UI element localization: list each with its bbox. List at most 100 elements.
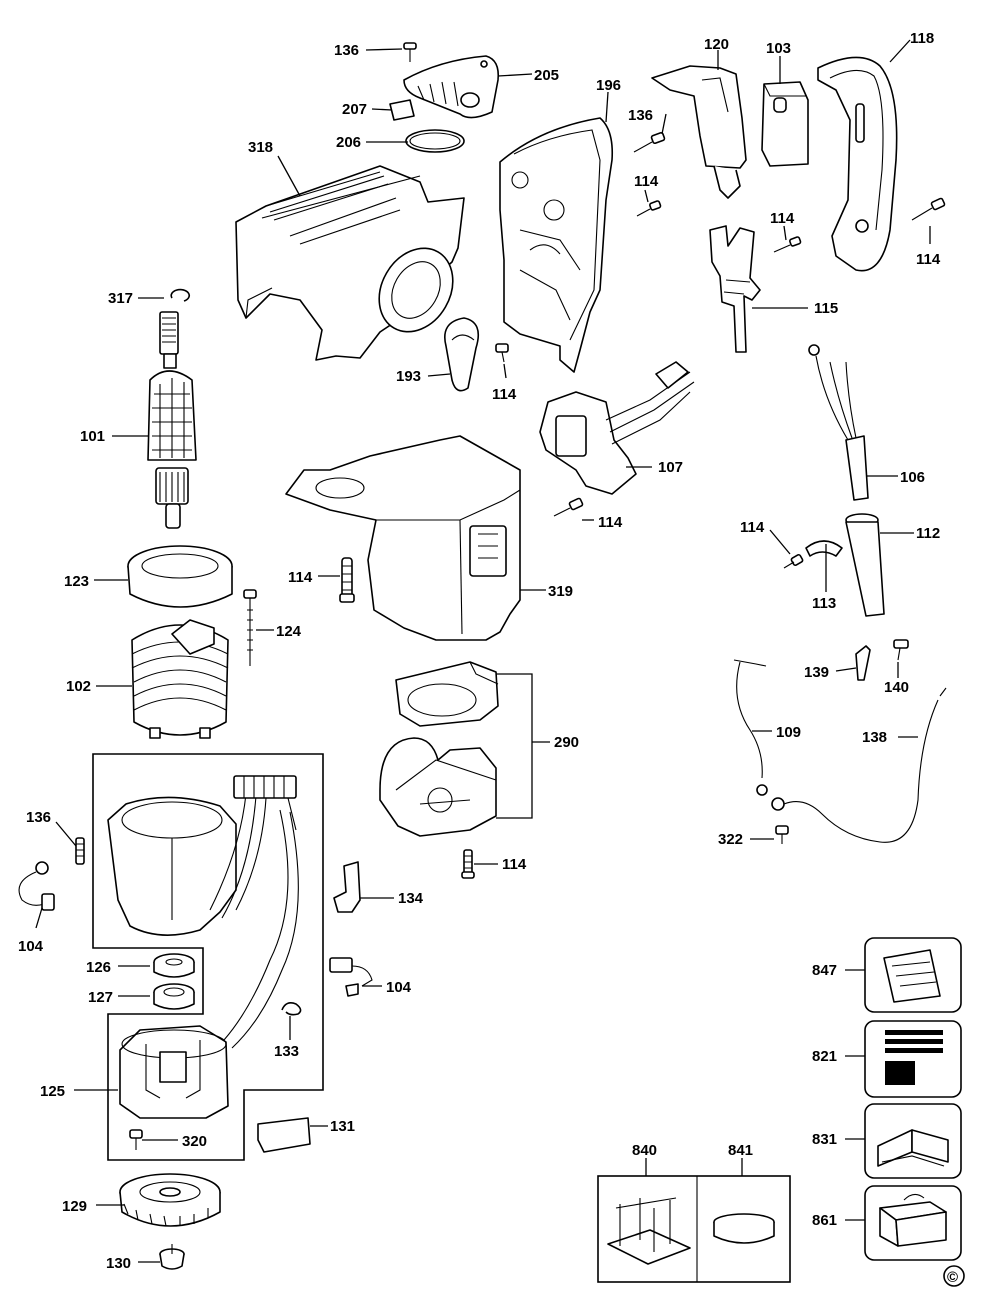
part-129-fan bbox=[119, 1173, 221, 1227]
label-131: 131 bbox=[330, 1118, 355, 1135]
label-136: 136 bbox=[26, 809, 51, 826]
part-136-screw bbox=[75, 837, 85, 865]
label-140: 140 bbox=[884, 679, 909, 696]
label-130: 130 bbox=[106, 1255, 131, 1272]
label-193: 193 bbox=[396, 368, 421, 385]
label-318: 318 bbox=[248, 139, 273, 156]
label-861: 861 bbox=[812, 1212, 837, 1229]
part-115-bracket bbox=[709, 225, 761, 353]
part-field-housing bbox=[107, 775, 297, 936]
label-114: 114 bbox=[288, 569, 313, 586]
label-317: 317 bbox=[108, 290, 133, 307]
part-127-bearing bbox=[153, 983, 195, 1010]
label-840: 840 bbox=[632, 1142, 657, 1159]
part-group-box bbox=[92, 753, 324, 1161]
label-103: 103 bbox=[766, 40, 791, 57]
label-821: 821 bbox=[812, 1048, 837, 1065]
label-133: 133 bbox=[274, 1043, 299, 1060]
part-138-wire bbox=[771, 687, 947, 843]
part-118-handle bbox=[817, 56, 898, 272]
part-319-housing bbox=[285, 435, 521, 641]
label-841: 841 bbox=[728, 1142, 753, 1159]
part-113-clamp bbox=[805, 540, 843, 557]
part-101-armature bbox=[147, 311, 197, 529]
part-140-screw bbox=[893, 639, 909, 661]
part-114-screw bbox=[783, 553, 804, 569]
part-196-handle-housing bbox=[499, 117, 614, 373]
label-118: 118 bbox=[910, 30, 934, 47]
part-120-trigger bbox=[651, 65, 747, 199]
label-126: 126 bbox=[86, 959, 111, 976]
part-114-screw bbox=[495, 343, 509, 363]
part-104-brush bbox=[18, 861, 55, 911]
part-136-screw-top bbox=[403, 42, 417, 62]
label-114: 114 bbox=[916, 251, 941, 268]
accessory-821-label bbox=[864, 1020, 962, 1098]
part-109-wire bbox=[733, 659, 768, 796]
copyright-mark: © bbox=[943, 1265, 965, 1287]
label-114: 114 bbox=[502, 856, 527, 873]
label-139: 139 bbox=[804, 664, 829, 681]
label-114: 114 bbox=[598, 514, 623, 531]
part-290-baffle bbox=[379, 661, 499, 837]
part-207 bbox=[389, 99, 415, 121]
label-114: 114 bbox=[492, 386, 517, 403]
part-114-screw bbox=[911, 197, 946, 221]
label-114: 114 bbox=[634, 173, 659, 190]
label-120: 120 bbox=[704, 36, 729, 53]
label-109: 109 bbox=[776, 724, 801, 741]
part-125-brush-holder bbox=[119, 1025, 229, 1119]
label-107: 107 bbox=[658, 459, 683, 476]
part-114-screw bbox=[773, 236, 802, 253]
label-115: 115 bbox=[814, 300, 838, 317]
label-127: 127 bbox=[88, 989, 113, 1006]
label-106: 106 bbox=[900, 469, 925, 486]
label-847: 847 bbox=[812, 962, 837, 979]
part-322-screw bbox=[775, 825, 789, 844]
part-193-knob bbox=[444, 317, 480, 392]
label-138: 138 bbox=[862, 729, 887, 746]
label-196: 196 bbox=[596, 77, 621, 94]
label-831: 831 bbox=[812, 1131, 837, 1148]
label-207: 207 bbox=[342, 101, 367, 118]
part-133-spring bbox=[281, 1002, 302, 1016]
label-113: 113 bbox=[812, 595, 836, 612]
label-322: 322 bbox=[718, 831, 743, 848]
copyright-symbol: © bbox=[947, 1269, 958, 1286]
label-114: 114 bbox=[740, 519, 765, 536]
part-field-wires bbox=[223, 809, 299, 1049]
label-205: 205 bbox=[534, 67, 559, 84]
part-102-field-coil bbox=[131, 619, 229, 739]
part-number-labels: 136 205 207 206 318 196 136 114 120 103 … bbox=[18, 30, 941, 1272]
accessory-831-manual bbox=[864, 1103, 962, 1179]
label-136: 136 bbox=[628, 107, 653, 124]
part-114-screw bbox=[636, 200, 662, 217]
part-320-screw bbox=[129, 1129, 143, 1150]
label-123: 123 bbox=[64, 573, 89, 590]
label-129: 129 bbox=[62, 1198, 87, 1215]
label-104: 104 bbox=[386, 979, 412, 996]
label-114: 114 bbox=[770, 210, 795, 227]
label-134: 134 bbox=[398, 890, 424, 907]
accessory-861-case bbox=[864, 1185, 962, 1261]
part-130-nut bbox=[159, 1244, 185, 1270]
part-114-screw bbox=[553, 497, 584, 517]
label-320: 320 bbox=[182, 1133, 207, 1150]
label-125: 125 bbox=[40, 1083, 65, 1100]
label-102: 102 bbox=[66, 678, 91, 695]
part-206-oring bbox=[405, 129, 465, 153]
part-114-screw bbox=[461, 849, 475, 879]
part-103-switch bbox=[761, 81, 809, 167]
label-101: 101 bbox=[80, 428, 105, 445]
part-123-cup bbox=[127, 545, 233, 608]
label-136: 136 bbox=[334, 42, 359, 59]
part-112-sleeve bbox=[845, 513, 885, 617]
label-319: 319 bbox=[548, 583, 573, 600]
part-107-module bbox=[539, 361, 695, 495]
accessory-847-bag bbox=[864, 937, 962, 1013]
part-106-power-cable bbox=[808, 344, 869, 501]
part-136-screw bbox=[633, 131, 666, 153]
label-290: 290 bbox=[554, 734, 579, 751]
label-124: 124 bbox=[276, 623, 302, 640]
